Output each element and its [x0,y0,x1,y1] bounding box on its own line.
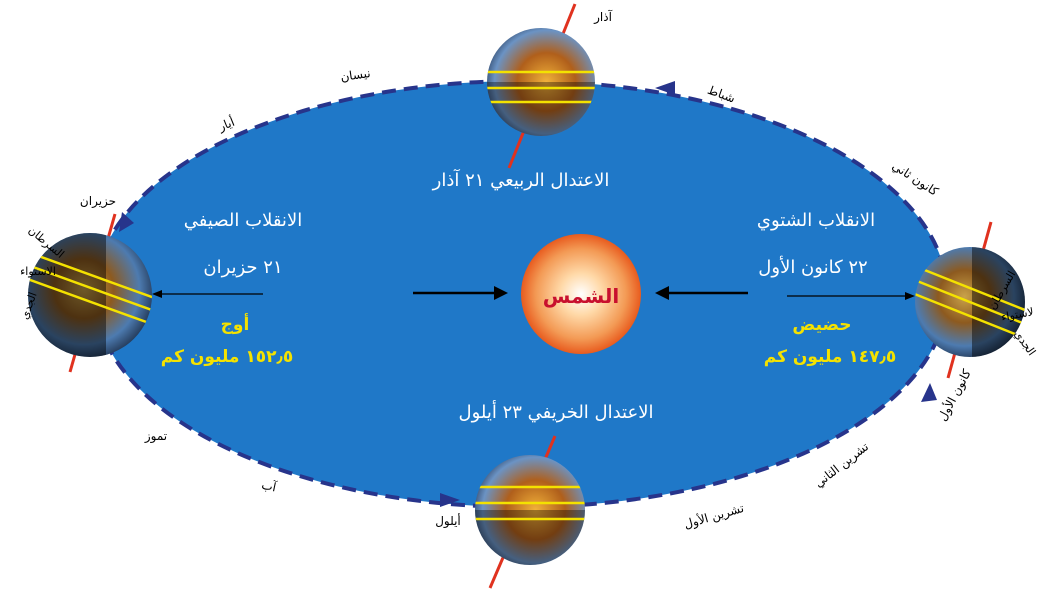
winter-perihelion-distance: ١٤٧٫٥ مليون كم [764,347,897,367]
month-nisan: نيسان [340,66,372,84]
earth-summer-solstice [28,213,152,373]
spring-equinox-title: الاعتدال الربيعي ٢١ آذار [432,168,610,191]
summer-solstice-title: الانقلاب الصيفي [184,210,302,231]
summer-aphelion-label: أوج [221,313,250,335]
month-tammuz: تموز [144,429,167,444]
winter-lat-capricorn: الجدي [1012,328,1039,358]
orbit-arrow-left [119,212,134,232]
winter-lat-equator: لاستواء [1000,305,1034,323]
autumn-equinox-title: الاعتدال الخريفي ٢٣ أيلول [459,400,654,423]
month-kanun-awwal: كانون الأول [934,366,975,423]
arrow-left-to-sun [413,286,508,300]
orbit-arrow-bottom [440,493,460,507]
month-tishrin-awwal: تشرين الأول [682,500,746,532]
month-ab: آب [260,477,278,495]
earth-spring-equinox [487,3,595,169]
sun-label: الشمس [543,284,619,308]
pointer-winter-earth [787,292,915,300]
arrow-right-to-sun [655,286,748,300]
winter-solstice-title: الانقلاب الشتوي [757,210,875,231]
winter-solstice-date: ٢٢ كانون الأول [758,256,867,278]
pointer-summer-earth [152,290,263,298]
sun: الشمس [521,234,641,354]
month-ayar: أيار [215,114,237,135]
month-adhar-top: آذار [593,9,612,25]
winter-perihelion-label: حضيض [792,315,851,335]
orbit-arrow-top [655,81,675,95]
orbit-arrow-right [921,383,937,402]
month-hazeeran: حزيران [80,194,116,209]
summer-lat-equator: الاستواء [20,265,56,278]
month-aylul: أيلول [435,513,461,529]
summer-aphelion-distance: ١٥٢٫٥ مليون كم [161,347,294,367]
summer-solstice-date: ٢١ حزيران [203,257,282,278]
